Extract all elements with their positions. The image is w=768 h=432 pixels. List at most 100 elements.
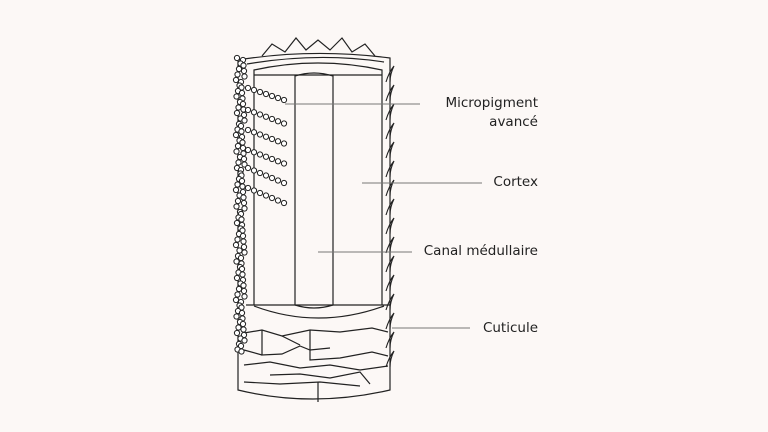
pigment-dot xyxy=(256,151,264,158)
pigment-dot xyxy=(239,271,246,278)
pigment-dot xyxy=(244,164,252,172)
pigment-dot xyxy=(280,120,288,127)
cuticle-tooth xyxy=(385,141,395,159)
pigment-dot xyxy=(233,258,240,265)
cuticle-tooth xyxy=(385,160,395,178)
pigment-dot xyxy=(235,285,243,293)
pigment-dot xyxy=(240,243,248,251)
pigment-dot xyxy=(237,254,245,262)
cuticle-tooth xyxy=(385,350,395,368)
pigment-dot xyxy=(235,65,243,73)
pigment-dot xyxy=(232,76,240,84)
pigment-dot xyxy=(233,219,241,227)
pigment-dot xyxy=(233,109,241,117)
pigment-dot xyxy=(235,324,242,331)
pigment-dot xyxy=(234,197,242,205)
pigment-dot xyxy=(241,337,248,344)
pigment-dot xyxy=(239,320,247,328)
cuticle-tooth xyxy=(385,236,395,254)
pigment-dot xyxy=(256,111,264,118)
pigment-dot xyxy=(239,144,247,152)
label-micropigment-line1: Micropigment xyxy=(445,95,538,111)
pigment-dot xyxy=(256,131,264,138)
cuticle-scales xyxy=(243,327,389,402)
pigment-dot xyxy=(239,232,247,240)
pigment-dot xyxy=(244,84,252,92)
pigment-dot xyxy=(262,90,270,98)
pigment-dot xyxy=(268,135,276,143)
pigment-dot xyxy=(233,203,240,210)
pigment-dot xyxy=(274,118,282,125)
leader-lines xyxy=(285,103,482,329)
cuticle-tooth xyxy=(385,255,395,273)
pigment-dot xyxy=(250,149,258,156)
pigment-dot xyxy=(241,293,248,300)
pigment-dot xyxy=(262,133,270,140)
pigment-dot xyxy=(233,54,241,62)
cuticle-tooth xyxy=(385,331,395,349)
pigment-dot xyxy=(238,89,246,97)
label-micropigment-line2: avancé xyxy=(489,114,538,130)
pigment-dot xyxy=(241,205,248,212)
cuticle-tooth xyxy=(385,293,395,311)
pigment-dot xyxy=(274,177,282,184)
cortex-body xyxy=(253,62,383,305)
pigment-dot xyxy=(238,309,246,317)
pigment-dot xyxy=(262,113,270,120)
cuticle-tooth xyxy=(385,217,395,235)
label-cortex: Cortex xyxy=(493,174,538,190)
pigment-dot xyxy=(232,296,240,304)
pigment-dot xyxy=(232,241,240,249)
pigment-dot xyxy=(240,238,247,245)
pigment-dot xyxy=(241,161,248,168)
pigment-dot xyxy=(235,159,242,166)
pigment-dot xyxy=(244,126,252,134)
label-medulla: Canal médullaire xyxy=(423,243,538,259)
pigment-dot xyxy=(244,146,252,154)
pigment-dot xyxy=(240,326,247,333)
pigment-dot xyxy=(239,183,246,190)
pigment-dot xyxy=(274,158,282,165)
pigment-dot xyxy=(280,199,288,207)
pigment-dot xyxy=(240,62,247,69)
pigment-dot xyxy=(268,115,276,123)
pigment-dot xyxy=(268,155,276,163)
pigment-dot xyxy=(250,129,258,136)
cuticle-teeth xyxy=(385,65,395,368)
pigment-dot xyxy=(240,67,248,75)
pigment-dot xyxy=(262,192,270,199)
pigment-dot xyxy=(238,348,245,355)
pigment-dot xyxy=(232,186,240,194)
pigment-dot xyxy=(234,291,241,298)
label-micropigment: Micropigment avancé xyxy=(420,94,538,132)
pigment-dot xyxy=(250,86,258,94)
pigment-dot xyxy=(280,160,288,167)
pigment-dot xyxy=(234,236,241,243)
pigment-dot xyxy=(250,167,258,174)
top-crown xyxy=(261,37,376,57)
label-cuticle: Cuticule xyxy=(482,320,538,336)
pigment-dot xyxy=(268,92,276,100)
pigment-dot xyxy=(256,189,264,197)
pigment-dot xyxy=(240,282,247,289)
pigment-dot xyxy=(238,216,245,223)
micropigment-dots xyxy=(232,54,288,355)
pigment-dot xyxy=(233,329,241,337)
pigment-dot xyxy=(240,199,248,207)
cuticle-tooth xyxy=(385,198,395,216)
cuticle-tooth xyxy=(385,274,395,292)
pigment-dot xyxy=(232,131,240,139)
pigment-dot xyxy=(233,274,241,282)
pigment-dot xyxy=(280,179,288,187)
pigment-dot xyxy=(240,287,248,295)
pigment-dot xyxy=(280,96,288,104)
pigment-dot xyxy=(250,109,258,116)
pigment-dot xyxy=(244,106,252,114)
pigment-dot xyxy=(262,153,270,160)
pigment-dot xyxy=(235,104,242,111)
pigment-dot xyxy=(239,139,246,146)
pigment-dot xyxy=(274,197,282,204)
outer-shaft xyxy=(237,52,391,400)
pigment-dot xyxy=(233,313,240,320)
